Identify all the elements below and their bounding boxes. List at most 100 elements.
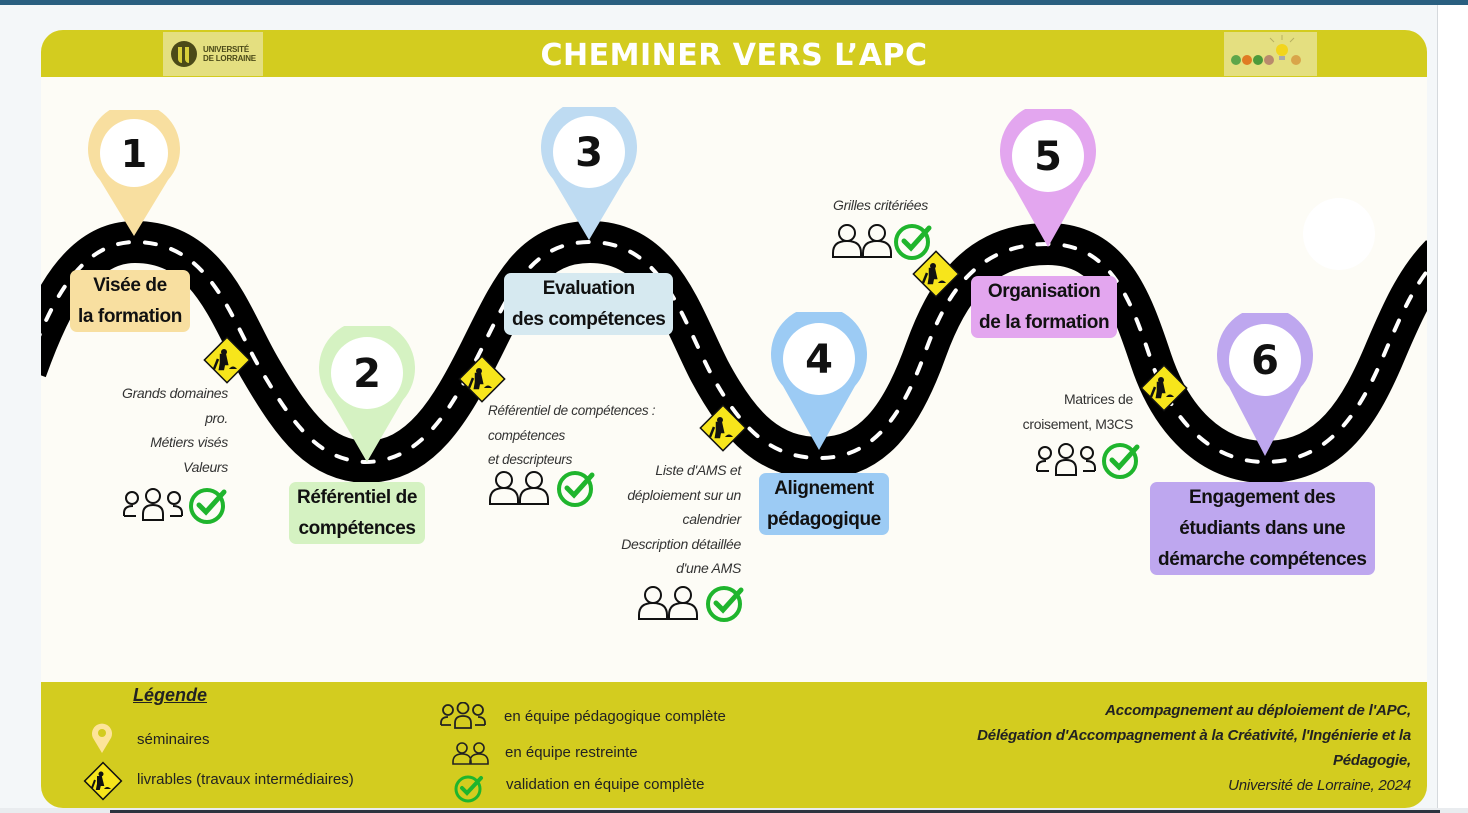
team-complete-icon [123,488,183,521]
deliverable-line: Liste d'AMS et [655,462,741,478]
step-3-label: Evaluation des compétences [504,273,674,335]
deliverable-line: déploiement sur un [627,486,741,503]
deliverable-5-icons [1035,440,1141,480]
step-6-label: Engagement des étudiants dans une démarc… [1150,482,1375,575]
step-label-line: démarche compétences [1158,549,1367,570]
credits: Accompagnement au déploiement de l'APC, … [977,698,1411,798]
legend-equipe-restreinte: en équipe restreinte [505,744,638,761]
deliverable-4-text: Grilles critériées [833,193,973,218]
step-number: 3 [575,130,603,176]
deliverable-line: Matrices de [1063,391,1133,407]
team-restricted-icon [489,471,549,505]
legend-seminaires: séminaires [137,731,210,748]
step-label-line: des compétences [512,309,666,330]
pin-step-5: 5 [1000,109,1096,247]
credit-line: Accompagnement au déploiement de l'APC, [1105,702,1411,719]
pin-step-2: 2 [319,326,415,462]
step-number: 1 [121,132,147,176]
step-label-line: pédagogique [767,509,881,530]
check-circle-icon [557,471,595,507]
check-circle-icon [894,224,932,260]
legend-validation: validation en équipe complète [506,776,705,793]
step-number: 5 [1034,134,1062,180]
step-5-label: Organisation de la formation [971,276,1118,338]
deliverable-4-icons [831,221,933,261]
deliverable-3-text: Liste d'AMS et déploiement sur un calend… [581,458,741,581]
step-label-line: Visée de [93,275,167,296]
deliverable-1-icons [122,485,228,525]
ul-logo-mark-icon [171,41,197,67]
page-title: CHEMINER VERS L’APC [540,38,928,73]
step-label-line: compétences [298,518,416,539]
team-complete-icon [1036,443,1096,476]
check-circle-icon [706,586,744,622]
deliverable-3-icons [637,583,745,623]
logo-text-line2: DE LORRAINE [203,54,256,63]
legend-equipe-complete: en équipe pédagogique complète [504,708,726,725]
lightbulb-logo [1224,32,1317,76]
lightbulb-balls-icon [1231,35,1301,65]
team-restricted-icon [638,586,698,620]
team-complete-icon [440,702,486,729]
credit-line: Délégation d'Accompagnement à la Créativ… [977,727,1411,744]
check-circle-icon [454,775,483,803]
deliverable-line: Valeurs [183,458,228,475]
logo-text-line1: UNIVERSITÉ [203,45,250,54]
pin-step-3: 3 [541,107,637,240]
deliverable-line: pro. [205,409,228,426]
roadwork-sign-icon [912,250,960,298]
bottom-strip [0,808,1468,813]
step-label-line: Organisation [987,281,1101,302]
step-label-line: Référentiel de [297,487,418,508]
pin-step-6: 6 [1217,313,1313,456]
deliverable-line: croisement, M3CS [1022,415,1134,432]
deliverable-line: Référentiel de compétences : [488,403,656,418]
step-label-line: Alignement [774,478,874,499]
deliverable-line: d'une AMS [676,560,741,576]
map-pin-icon [92,723,112,753]
browser-top-bar [0,0,1468,5]
decorative-circle [1303,198,1375,270]
team-restricted-icon [452,742,489,765]
step-number: 4 [805,337,833,383]
legend-title: Légende [133,685,208,705]
deliverable-line: compétences [488,427,565,443]
deliverable-2-text: Référentiel de compétences : compétences… [488,399,688,473]
step-number: 6 [1251,338,1279,384]
credit-line: Université de Lorraine, 2024 [1228,777,1411,794]
deliverable-line: Description détaillée [621,535,741,552]
check-circle-icon [189,488,227,524]
deliverable-line: Grilles critériées [833,197,928,213]
roadwork-sign-icon [699,404,747,452]
pin-step-4: 4 [771,312,867,450]
credit-line: Pédagogie, [1332,752,1411,769]
legend-livrables: livrables (travaux intermédiaires) [137,771,354,788]
road-path [41,220,1427,484]
roadwork-sign-icon [1140,364,1188,412]
step-4-label: Alignement pédagogique [759,473,889,535]
deliverable-line: et descripteurs [488,452,573,467]
step-label-line: de la formation [979,312,1110,333]
deliverable-5-text: Matrices de croisement, M3CS [991,387,1134,436]
step-label-line: la formation [78,306,182,327]
deliverable-1-text: Grands domaines pro. Métiers visés Valeu… [96,381,228,479]
deliverable-line: Métiers visés [150,434,228,450]
legend-footer [41,682,1427,808]
step-label-line: étudiants dans une [1179,518,1346,539]
deliverable-line: calendrier [682,511,742,527]
step-label-line: Evaluation [542,278,635,299]
roadwork-sign-icon [83,761,123,801]
deliverable-line: Grands domaines [121,385,228,401]
check-circle-icon [1102,443,1140,479]
step-label-line: Engagement des [1189,487,1336,508]
step-2-label: Référentiel de compétences [289,482,426,544]
roadwork-sign-icon [458,355,506,403]
roadwork-sign-icon [203,336,251,384]
team-restricted-icon [832,224,892,258]
scrollbar-panel[interactable] [1437,5,1468,813]
step-number: 2 [353,351,381,397]
step-1-label: Visée de la formation [70,270,190,332]
